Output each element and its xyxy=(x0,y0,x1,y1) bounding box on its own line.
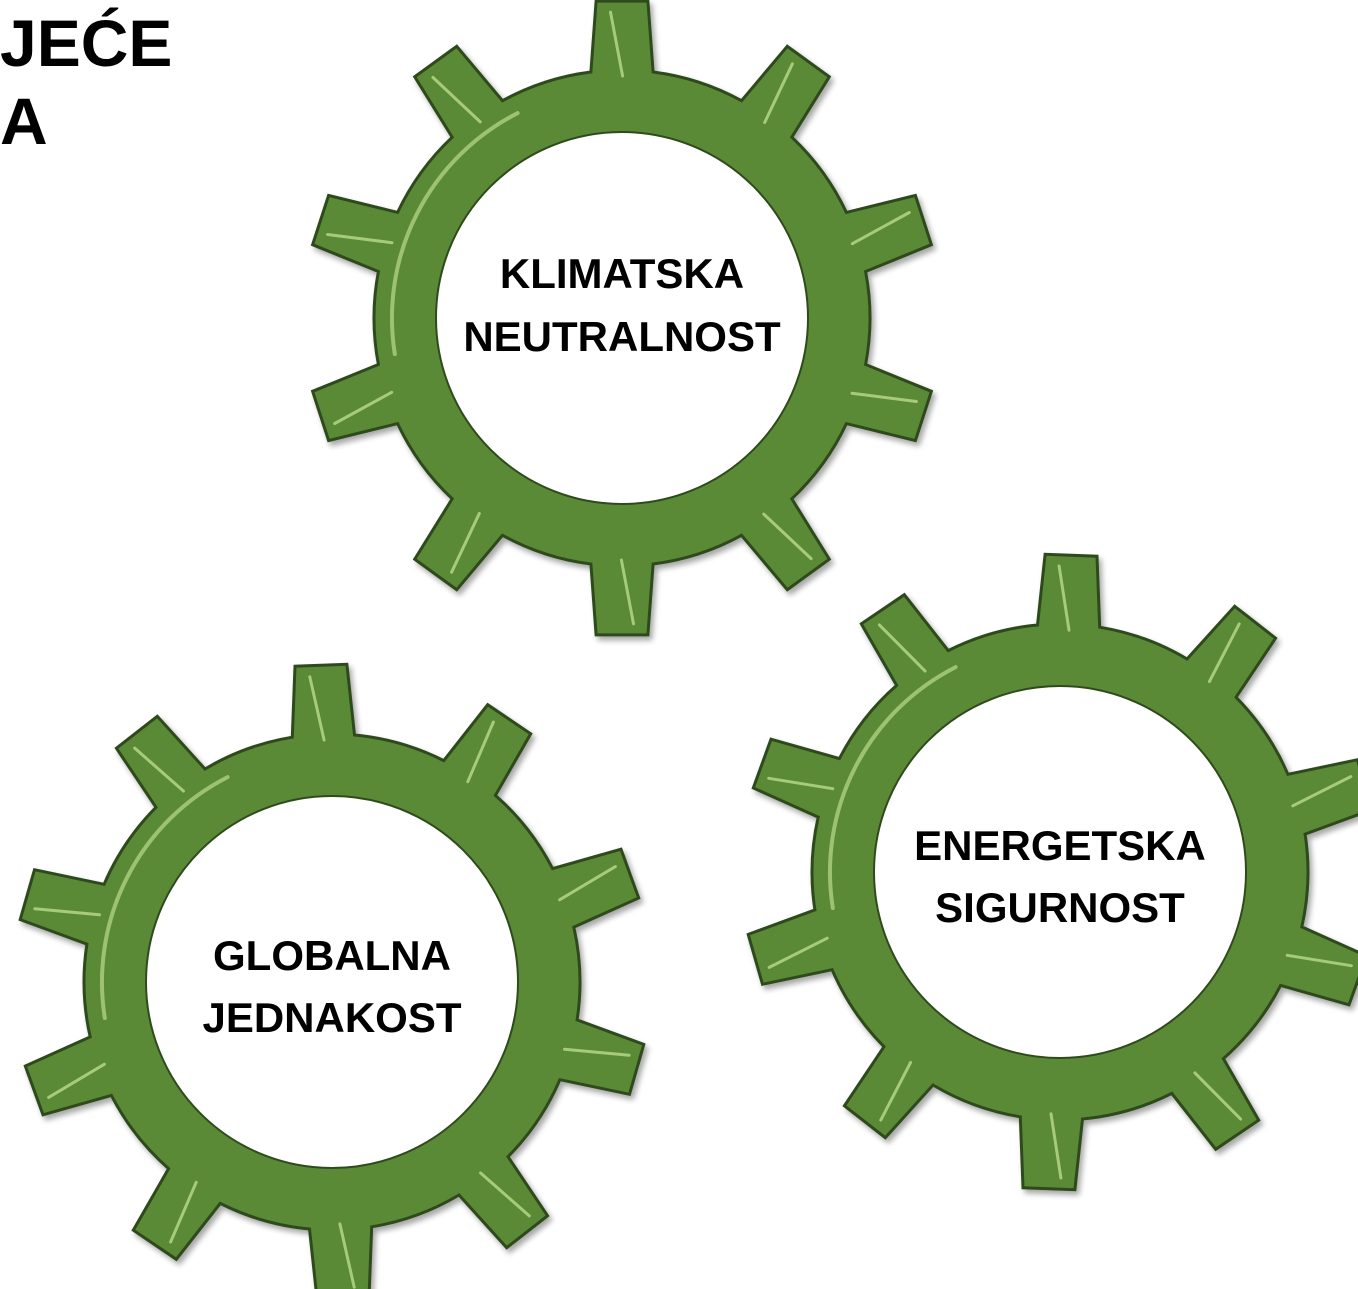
gear-tooth-highlight xyxy=(308,675,326,742)
gear-tooth-highlight xyxy=(563,1047,631,1057)
gear-tooth-highlight xyxy=(1193,1071,1243,1121)
gear-tooth-highlight xyxy=(1057,564,1071,632)
gear-tooth-highlight xyxy=(338,1222,356,1289)
gear-tooth-highlight xyxy=(767,936,829,969)
gear-highlights xyxy=(33,675,631,1289)
gear-tooth-highlight xyxy=(47,1062,106,1099)
gear-rim-highlight xyxy=(99,775,230,1020)
gear-tooth-highlight xyxy=(609,10,625,78)
gear-globalna-jednakost: GLOBALNA JEDNAKOST xyxy=(18,662,646,1289)
gear-rim-highlight xyxy=(827,665,958,910)
gear-tooth-highlight xyxy=(767,776,835,791)
gear-label-line-1: KLIMATSKA xyxy=(500,250,744,297)
gear-tooth-highlight xyxy=(33,907,101,917)
gear-tooth-highlight xyxy=(850,391,918,403)
gear-label-line-1: GLOBALNA xyxy=(213,932,451,979)
gear-label-line-2: SIGURNOST xyxy=(935,884,1185,931)
gear-label-line-2: JEDNAKOST xyxy=(202,994,461,1041)
gear-tooth-highlight xyxy=(479,1171,531,1218)
heading-line-1: JEĆE xyxy=(0,6,173,80)
gear-tooth-highlight xyxy=(558,865,617,902)
gear-tooth-highlight xyxy=(169,1180,198,1244)
gear-highlights xyxy=(767,564,1353,1180)
heading-fragment: JEĆE A xyxy=(0,4,172,160)
gear-tooth-highlight xyxy=(1049,1112,1063,1180)
gear-klimatska-neutralnost: KLIMATSKA NEUTRALNOST xyxy=(310,0,934,637)
gear-tooth-highlight xyxy=(1285,953,1353,968)
gear-tooth-highlight xyxy=(619,558,635,626)
gear-tooth-highlight xyxy=(763,62,794,124)
gear-tooth-highlight xyxy=(431,75,482,124)
gear-tooth-highlight xyxy=(1207,622,1241,684)
gear-tooth-highlight xyxy=(850,211,911,246)
gear-tooth-highlight xyxy=(1291,775,1353,808)
heading-line-2: A xyxy=(0,84,48,158)
gear-rim-highlight xyxy=(389,111,520,356)
gear-label-line-2: NEUTRALNOST xyxy=(463,313,781,360)
gear-tooth-highlight xyxy=(333,390,394,425)
gear-label-line-1: ENERGETSKA xyxy=(914,822,1206,869)
gear-highlights xyxy=(326,10,918,626)
gear-hub xyxy=(435,131,809,505)
gear-tooth-highlight xyxy=(450,512,481,574)
gear-tooth-highlight xyxy=(762,512,813,561)
gear-tooth-highlight xyxy=(326,233,394,245)
gear-energetska-sigurnost: ENERGETSKA SIGURNOST xyxy=(746,552,1358,1192)
gear-tooth-highlight xyxy=(133,746,185,793)
gear-hub xyxy=(145,795,519,1169)
gear-tooth-highlight xyxy=(879,1060,913,1122)
gear-tooth-highlight xyxy=(877,623,927,673)
gear-tooth-highlight xyxy=(466,720,495,784)
gear-hub xyxy=(873,685,1247,1059)
